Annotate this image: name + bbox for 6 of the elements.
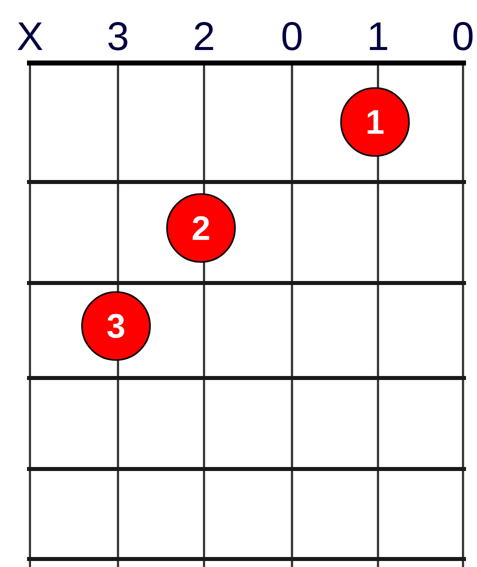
string-label: 0 xyxy=(282,22,302,50)
string-label: 1 xyxy=(370,22,388,50)
string-label: X xyxy=(18,22,42,50)
string-label: 0 xyxy=(453,22,473,50)
string-label: 2 xyxy=(194,22,214,50)
string-label: 3 xyxy=(108,22,128,50)
